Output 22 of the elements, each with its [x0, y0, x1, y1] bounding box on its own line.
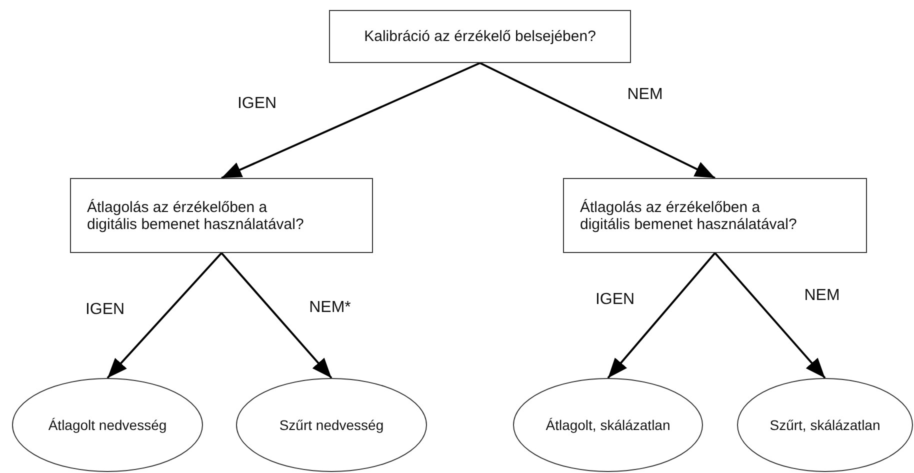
- node-text: Átlagolás az érzékelőben a digitális bemenet használatával?: [87, 198, 305, 232]
- node-text: Szűrt, skálázatlan: [770, 417, 880, 433]
- arrow: [714, 252, 826, 379]
- decision-box: [329, 10, 631, 63]
- arrow: [607, 252, 716, 379]
- edge-label: NEM*: [309, 299, 351, 317]
- edge-label: IGEN: [85, 301, 125, 319]
- node-text: Kalibráció az érzékelő belsejében?: [364, 28, 596, 45]
- node-text: Szűrt nedvesség: [279, 417, 384, 433]
- node-text: Átlagolás az érzékelőben a digitális bemenet használatával?: [580, 198, 798, 232]
- arrow: [221, 62, 480, 179]
- arrow: [106, 252, 222, 379]
- edge-label: IGEN: [237, 95, 277, 113]
- node-text: Átlagolt, skálázatlan: [546, 417, 670, 433]
- arrow: [480, 62, 716, 179]
- decision-box: [70, 178, 373, 253]
- edge-label: NEM: [627, 86, 663, 104]
- node-text: Átlagolt nedvesség: [48, 417, 167, 433]
- arrow: [220, 252, 332, 379]
- decision-box: [563, 178, 867, 253]
- edge-label: IGEN: [595, 291, 635, 309]
- edge-label: NEM: [804, 287, 840, 305]
